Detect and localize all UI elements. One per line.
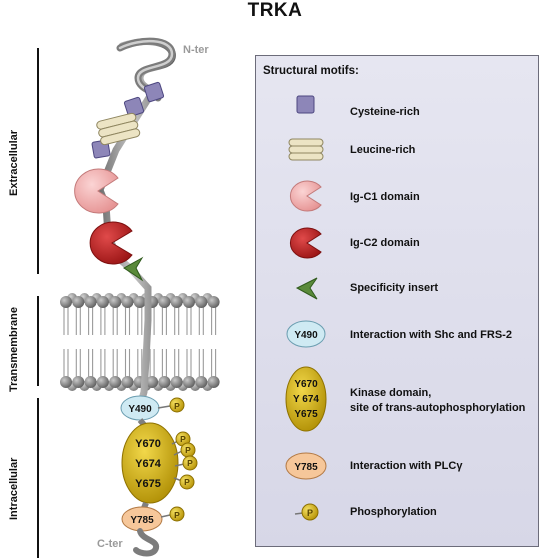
y670-text: Y670 <box>135 438 161 450</box>
lipid-head <box>158 296 171 308</box>
ig-c2-domain <box>89 221 133 265</box>
y490-symbol <box>286 320 326 348</box>
y675-phospho <box>179 474 195 490</box>
ig-c2-symbol <box>289 227 322 259</box>
lipid-head <box>170 376 183 388</box>
kinase-domain <box>121 422 179 504</box>
lipid-head <box>96 376 109 388</box>
legend-label-y490: Interaction with Shc and FRS-2 <box>350 329 512 341</box>
phospho-label: P <box>187 458 193 468</box>
legend-label-kinase-line-2: site of trans-autophosphorylation <box>350 402 526 414</box>
lipid-head <box>195 296 208 308</box>
y785-phospho <box>169 506 185 522</box>
lipid-head <box>121 296 134 308</box>
leucine-rich-symbol <box>288 138 324 161</box>
lipid-head <box>183 296 195 308</box>
lipid-head <box>146 376 159 388</box>
phospho-label: P <box>180 434 186 444</box>
lipid-head <box>195 376 208 388</box>
legend-label-specificity-insert: Specificity insert <box>350 282 439 294</box>
lipid-head <box>72 296 85 308</box>
ig-c1-domain <box>74 168 119 214</box>
lipid-head <box>109 376 122 388</box>
specificity-insert-symbol <box>295 277 318 300</box>
figure-title: TRKA <box>247 0 303 21</box>
legend-label-ig-c1: Ig-C1 domain <box>350 191 420 203</box>
phospho-label: P <box>174 510 180 520</box>
ig-c1-symbol <box>289 180 322 212</box>
lipid-head <box>133 296 146 308</box>
kinase-symbol-line-1: Y670 <box>294 379 318 390</box>
y785-symbol <box>285 452 327 480</box>
phosphorylation-symbol-text: P <box>307 508 313 518</box>
lipid-head <box>158 376 171 388</box>
lipid-bilayer <box>60 293 220 391</box>
c-terminal-coil <box>133 528 160 557</box>
y674-text: Y674 <box>135 458 162 470</box>
y674-phospho-b <box>182 455 198 471</box>
phospho-label: P <box>185 445 191 455</box>
specificity-insert <box>123 256 144 282</box>
lipid-tails <box>63 307 217 377</box>
lipid-head <box>109 296 122 308</box>
phospho-label: P <box>174 401 180 411</box>
lipid-head <box>84 376 97 388</box>
lipid-head <box>60 376 72 388</box>
legend-title: Structural motifs: <box>263 65 359 77</box>
y785-symbol-text: Y785 <box>294 462 318 473</box>
legend-label-ig-c2: Ig-C2 domain <box>350 237 420 249</box>
legend-label-cysteine-rich: Cysteine-rich <box>350 106 420 118</box>
transmembrane-bracket <box>37 296 39 386</box>
legend-symbols: Y490 Y670 Y 674 Y675 Y785 P <box>285 95 327 521</box>
phospho-label: P <box>184 477 190 487</box>
legend-label-kinase-line-1: Kinase domain, <box>350 387 432 399</box>
intracellular-bracket <box>37 398 39 558</box>
extracellular-bracket <box>37 48 39 274</box>
lipid-head <box>72 376 85 388</box>
lipid-head <box>170 296 183 308</box>
legend-label-leucine-rich: Leucine-rich <box>350 144 416 156</box>
lipid-head <box>121 376 134 388</box>
n-terminus-label: N-ter <box>183 44 209 56</box>
y490-text: Y490 <box>128 404 152 415</box>
kinase-symbol-line-2: Y 674 <box>293 394 319 405</box>
y490-phospho <box>169 397 185 413</box>
lipid-head <box>183 376 195 388</box>
lipid-head <box>207 296 220 308</box>
leucine-rich-domain <box>96 112 141 146</box>
c-terminus-label: C-ter <box>97 538 123 550</box>
y675-text: Y675 <box>135 478 161 490</box>
y785-text: Y785 <box>130 515 154 526</box>
lipid-head <box>84 296 97 308</box>
cysteine-rich-symbol <box>296 95 315 114</box>
lipid-head <box>60 296 72 308</box>
kinase-symbol-line-3: Y675 <box>294 409 318 420</box>
kinase-symbol <box>285 366 327 432</box>
legend-label-phosphorylation: Phosphorylation <box>350 506 437 518</box>
lipid-head <box>96 296 109 308</box>
phosphorylation-symbol <box>301 503 319 521</box>
legend-label-y785: Interaction with PLCγ <box>350 460 463 472</box>
y490-symbol-text: Y490 <box>294 330 318 341</box>
lipid-head <box>207 376 220 388</box>
trka-receptor-diagram: Y490 P Y670 Y674 Y675 P P P P Y785 P <box>60 37 220 557</box>
